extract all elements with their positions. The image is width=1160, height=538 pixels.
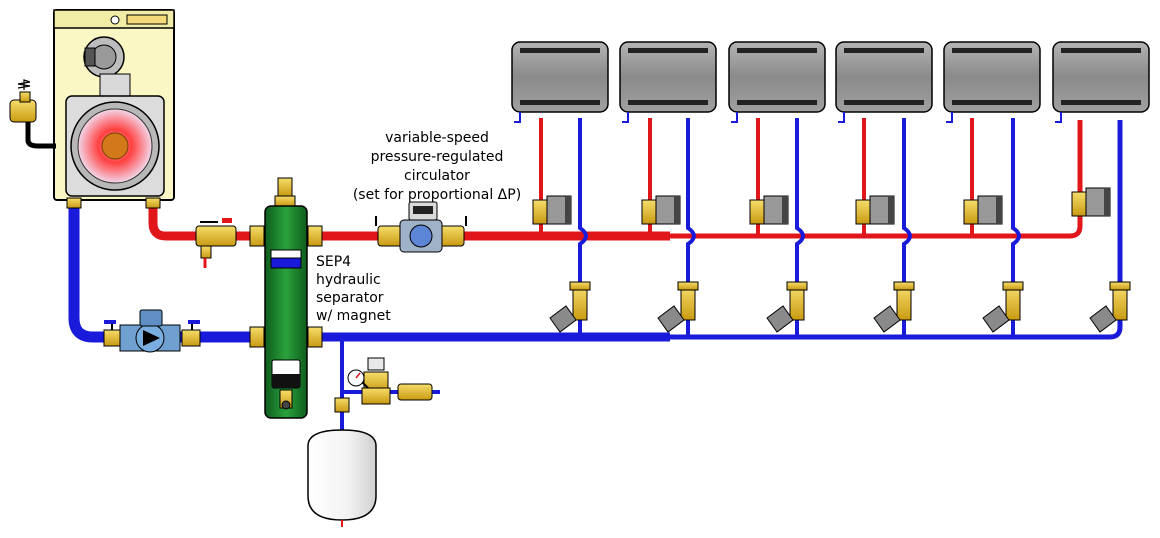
radiator-branches (539, 118, 1021, 337)
balancing-valve-icon (657, 281, 699, 333)
thermostatic-valves (532, 187, 1111, 225)
panel-radiator-icon (835, 41, 933, 113)
balancing-valve-icon (873, 281, 915, 333)
radiators (511, 41, 1150, 113)
radiator-vent-hooks (514, 112, 1062, 123)
circulator-label-line-4: (set for proportional ΔP) (353, 187, 521, 203)
thermostatic-valve-icon (749, 195, 789, 225)
panel-radiator-icon (943, 41, 1041, 113)
balancing-valve-icon (1089, 281, 1131, 333)
boiler-icon (53, 9, 175, 209)
circulator-label-line-2: pressure-regulated (371, 149, 504, 165)
relief-valve-icon (9, 79, 56, 149)
variable-speed-circulator-icon (375, 201, 467, 253)
separator-label-line-3: separator (316, 290, 384, 306)
balancing-valve-icon (766, 281, 808, 333)
balancing-valve-icon (549, 281, 591, 333)
expansion-tank-icon (307, 397, 377, 527)
thermostatic-valve-icon (532, 195, 572, 225)
circulator-pump-icon (103, 309, 201, 353)
panel-radiator-icon (728, 41, 826, 113)
boiler-supply-pipe (148, 205, 282, 241)
thermostatic-valve-icon (1071, 187, 1111, 217)
panel-radiator-icon (511, 41, 609, 113)
system-supply-header-end (670, 120, 1083, 239)
circulator-label-line-3: circulator (404, 168, 470, 184)
circulator-label-line-1: variable-speed (385, 130, 489, 146)
panel-radiator-icon (619, 41, 717, 113)
thermostatic-valve-icon (963, 195, 1003, 225)
hydraulic-separator-icon (249, 177, 323, 419)
circulator-label: variable-speed pressure-regulated circul… (353, 130, 521, 203)
pressure-gauge-icon (347, 369, 369, 389)
thermostatic-valve-icon (855, 195, 895, 225)
boiler-return-pipe (68, 199, 288, 343)
system-return-header-end (670, 120, 1123, 340)
balancing-valves (549, 281, 1131, 333)
purge-valve-icon (195, 218, 237, 268)
thermostatic-valve-icon (641, 195, 681, 225)
separator-label-line-2: hydraulic (316, 272, 381, 288)
separator-label-line-4: w/ magnet (316, 308, 391, 324)
separator-label-line-1: SEP4 (316, 254, 351, 270)
pressure-reducing-valve-icon (361, 357, 433, 405)
panel-radiator-icon (1052, 41, 1150, 113)
separator-label: SEP4 hydraulic separator w/ magnet (316, 254, 391, 324)
balancing-valve-icon (982, 281, 1024, 333)
